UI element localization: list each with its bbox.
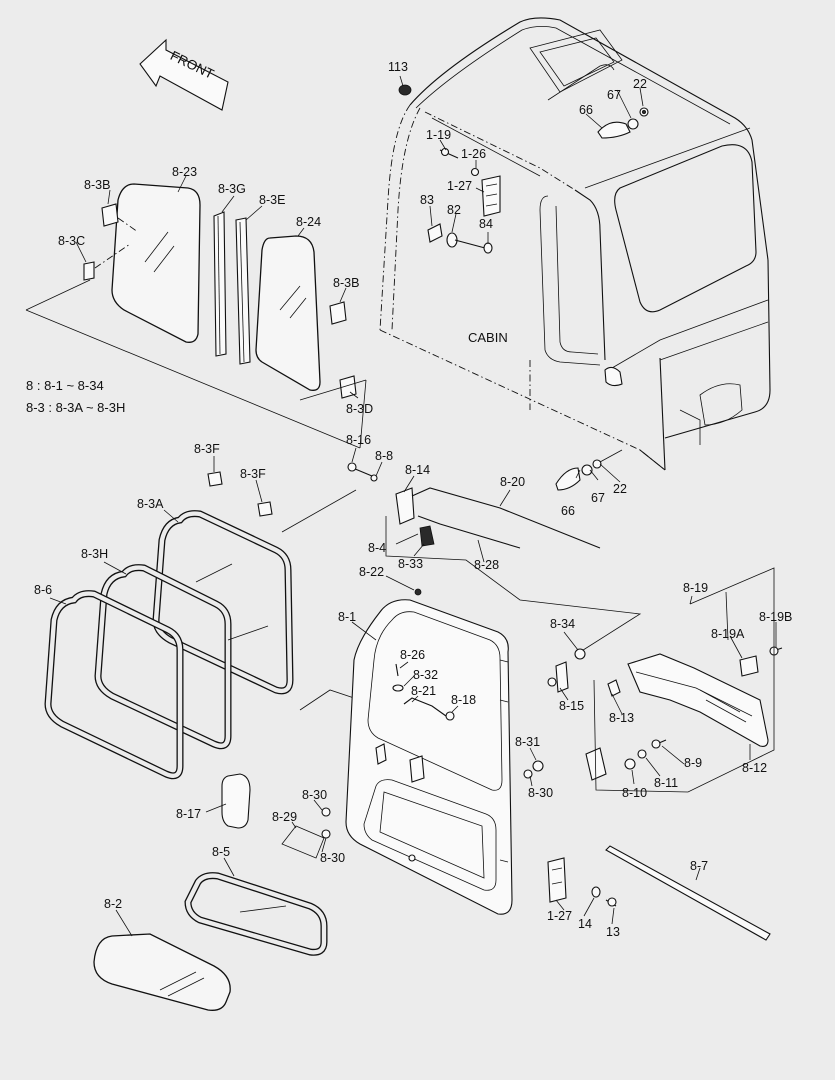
label-8-12: 8-12 — [742, 761, 767, 775]
label-84: 84 — [479, 217, 493, 231]
part-1-27-hinge — [481, 175, 501, 217]
part-8-3f-block-a — [207, 471, 223, 487]
label-8-5: 8-5 — [212, 845, 230, 859]
legend-line-2: 8-3 : 8-3A ~ 8-3H — [26, 400, 125, 415]
label-8-3g: 8-3G — [218, 182, 246, 196]
label-67-lower: 67 — [591, 491, 605, 505]
door-assembly — [93, 599, 771, 1011]
label-8-8: 8-8 — [375, 449, 393, 463]
label-8-34: 8-34 — [550, 617, 575, 631]
label-8-4: 8-4 — [368, 541, 386, 555]
label-113: 113 — [388, 60, 408, 74]
part-8-3c-clip — [83, 261, 95, 281]
legend-line-1: 8 : 8-1 ~ 8-34 — [26, 378, 104, 393]
label-22-upper: 22 — [633, 77, 647, 91]
part-8-29-handle — [281, 825, 325, 859]
part-8-3b-clip-b — [329, 301, 347, 325]
label-8-18: 8-18 — [451, 693, 476, 707]
label-8-19a: 8-19A — [711, 627, 745, 641]
label-8-6: 8-6 — [34, 583, 52, 597]
part-8-24-glass — [255, 235, 321, 391]
part-8-3b-clip-a — [101, 203, 119, 227]
part-8-14-latch — [395, 487, 415, 525]
part-8-12-bracket — [627, 653, 769, 747]
part-labels: 113 22 67 66 1-19 1-26 1-27 83 82 84 8-2… — [34, 60, 792, 939]
part-66-light — [597, 121, 631, 139]
part-8-7-strip — [605, 845, 771, 941]
label-8-10: 8-10 — [622, 786, 647, 800]
label-8-3d: 8-3D — [346, 402, 373, 416]
label-8-3h: 8-3H — [81, 547, 108, 561]
part-8-23-glass — [111, 183, 201, 343]
label-1-19: 1-19 — [426, 128, 451, 142]
part-113-plug — [398, 84, 412, 96]
part-8-3d-clip — [339, 375, 357, 399]
cabin-hardware — [398, 84, 649, 491]
label-8-11: 8-11 — [654, 776, 678, 790]
label-8-20: 8-20 — [500, 475, 525, 489]
label-8-22: 8-22 — [359, 565, 384, 579]
label-8-19: 8-19 — [683, 581, 708, 595]
label-8-7: 8-7 — [690, 859, 708, 873]
label-14: 14 — [578, 917, 592, 931]
label-8-31: 8-31 — [515, 735, 540, 749]
cabin-label: CABIN — [468, 330, 508, 345]
front-arrow-icon: FRONT — [139, 38, 229, 111]
part-8-19a-plate — [739, 655, 759, 677]
label-8-3b-lower: 8-3B — [333, 276, 359, 290]
label-8-3a: 8-3A — [137, 497, 164, 511]
label-66-lower: 66 — [561, 504, 575, 518]
part-8-17-pad — [221, 773, 251, 829]
part-8-3f-block-b — [257, 501, 273, 517]
label-8-3c: 8-3C — [58, 234, 85, 248]
label-8-21: 8-21 — [411, 684, 436, 698]
label-8-29: 8-29 — [272, 810, 297, 824]
label-13: 13 — [606, 925, 620, 939]
label-8-32: 8-32 — [413, 668, 438, 682]
part-66-light-lower — [555, 467, 581, 491]
label-82: 82 — [447, 203, 461, 217]
label-8-1: 8-1 — [338, 610, 356, 624]
label-8-3b-upper: 8-3B — [84, 178, 110, 192]
label-8-15: 8-15 — [559, 699, 584, 713]
label-8-17: 8-17 — [176, 807, 201, 821]
label-8-16: 8-16 — [346, 433, 371, 447]
label-8-3f-b: 8-3F — [240, 467, 266, 481]
label-83: 83 — [420, 193, 434, 207]
label-22-lower: 22 — [613, 482, 627, 496]
label-8-26: 8-26 — [400, 648, 425, 662]
label-8-9: 8-9 — [684, 756, 702, 770]
label-8-24: 8-24 — [296, 215, 321, 229]
label-8-28: 8-28 — [474, 558, 499, 572]
part-8-2-glass — [93, 933, 231, 1011]
part-1-27-hinge-lower — [547, 857, 567, 903]
label-8-3f-a: 8-3F — [194, 442, 220, 456]
part-8-1-door — [345, 599, 513, 915]
label-8-14: 8-14 — [405, 463, 430, 477]
label-8-33: 8-33 — [398, 557, 423, 571]
label-8-2: 8-2 — [104, 897, 122, 911]
label-8-3e: 8-3E — [259, 193, 285, 207]
label-8-13: 8-13 — [609, 711, 634, 725]
label-8-30-right: 8-30 — [528, 786, 553, 800]
label-67-upper: 67 — [607, 88, 621, 102]
label-1-27-upper: 1-27 — [447, 179, 472, 193]
label-1-27-lower: 1-27 — [547, 909, 572, 923]
label-8-19b: 8-19B — [759, 610, 792, 624]
label-8-30-upper: 8-30 — [302, 788, 327, 802]
upper-glass-set — [25, 183, 367, 449]
label-8-30-lower: 8-30 — [320, 851, 345, 865]
seal-frames — [44, 471, 361, 780]
label-8-23: 8-23 — [172, 165, 197, 179]
part-8-28-rod — [417, 515, 521, 549]
leader-lines — [49, 75, 777, 937]
part-8-20-rod — [411, 487, 601, 549]
cabin-body: CABIN — [379, 17, 771, 471]
door-internals — [347, 462, 783, 907]
label-66-upper: 66 — [579, 103, 593, 117]
label-1-26: 1-26 — [461, 147, 486, 161]
